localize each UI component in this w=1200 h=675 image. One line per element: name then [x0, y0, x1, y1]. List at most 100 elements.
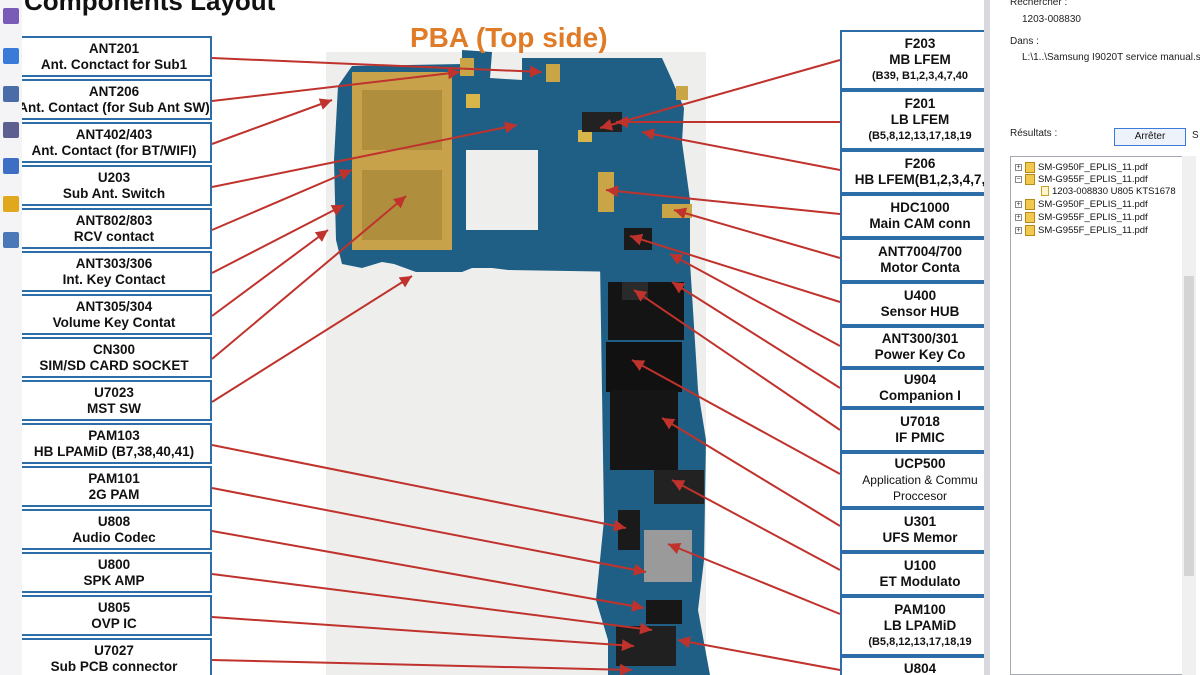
label-desc: Application & Commu — [862, 473, 978, 487]
expand-icon[interactable]: + — [1015, 200, 1022, 208]
label-extra: Proccesor — [892, 489, 948, 503]
results-scrollbar[interactable] — [1182, 156, 1196, 675]
label-cn300: CN300 SIM/SD CARD SOCKET — [22, 337, 212, 378]
label-f206: F206 HB LFEM(B1,2,3,4,7, — [840, 150, 984, 194]
label-code: ANT7004/700 — [877, 244, 963, 259]
label-code: U804 — [903, 661, 937, 675]
expand-icon[interactable]: + — [1015, 213, 1022, 221]
result-item[interactable]: + SM-G950F_EPLIS_11.pdf — [1015, 161, 1148, 173]
print-icon[interactable] — [3, 122, 19, 138]
label-desc: Companion I — [879, 388, 961, 403]
result-label: SM-G955F_EPLIS_11.pdf — [1038, 224, 1148, 236]
label-code: F206 — [904, 156, 936, 171]
search-label: Rechercher : — [1010, 0, 1068, 8]
label-u7018: U7018 IF PMIC — [840, 408, 984, 452]
label-u100: U100 ET Modulato — [840, 552, 984, 596]
label-extra: (B5,8,12,13,17,18,19 — [868, 636, 972, 648]
label-code: PAM103 — [88, 427, 140, 443]
partial-label: S — [1192, 130, 1199, 141]
result-item[interactable]: + SM-G955F_EPLIS_11.pdf — [1015, 211, 1148, 223]
label-code: UCP500 — [894, 456, 946, 471]
label-desc: 2G PAM — [88, 486, 140, 502]
scrollbar-thumb[interactable] — [1184, 276, 1194, 576]
label-code: U100 — [903, 558, 937, 573]
label-u800: U800 SPK AMP — [22, 552, 212, 593]
layers-icon[interactable] — [3, 86, 19, 102]
result-item[interactable]: + SM-G950F_EPLIS_11.pdf — [1015, 198, 1148, 210]
expand-icon[interactable]: + — [1015, 163, 1022, 171]
label-desc: Motor Conta — [880, 260, 960, 275]
label-desc: SIM/SD CARD SOCKET — [39, 357, 189, 373]
tools-icon[interactable] — [3, 232, 19, 248]
expand-icon[interactable]: + — [1015, 226, 1022, 234]
label-desc: SPK AMP — [83, 572, 145, 588]
label-desc: Int. Key Contact — [62, 271, 166, 287]
label-desc: LB LFEM — [890, 112, 950, 127]
result-label: SM-G950F_EPLIS_11.pdf — [1038, 161, 1148, 173]
panel-splitter[interactable] — [984, 0, 990, 675]
label-u808: U808 Audio Codec — [22, 509, 212, 550]
label-code: ANT303/306 — [75, 255, 153, 271]
label-desc: Sensor HUB — [880, 304, 960, 319]
label-code: U203 — [97, 169, 131, 185]
label-u400: U400 Sensor HUB — [840, 282, 984, 326]
lock-icon[interactable] — [3, 196, 19, 212]
label-code: HDC1000 — [890, 200, 950, 215]
page-title: Components Layout — [24, 0, 276, 16]
label-ant303-306: ANT303/306 Int. Key Contact — [22, 251, 212, 292]
result-child-item[interactable]: 1203-008830 U805 KTS1678 — [1041, 185, 1176, 197]
label-desc: Sub PCB connector — [50, 658, 178, 674]
label-pam101: PAM101 2G PAM — [22, 466, 212, 507]
attachment-icon[interactable] — [3, 158, 19, 174]
label-desc: ET Modulato — [879, 574, 961, 589]
label-code: U800 — [97, 556, 131, 572]
pdf-icon — [1025, 198, 1035, 210]
label-code: ANT300/301 — [881, 331, 959, 346]
label-code: U805 — [97, 599, 131, 615]
collapse-icon[interactable]: − — [1015, 175, 1022, 183]
result-label: SM-G955F_EPLIS_11.pdf — [1038, 173, 1148, 185]
label-u7023: U7023 MST SW — [22, 380, 212, 421]
in-path[interactable]: L:\1..\Samsung I9020T service manual.s — [1022, 52, 1200, 63]
label-desc: UFS Memor — [882, 530, 958, 545]
result-label: SM-G955F_EPLIS_11.pdf — [1038, 211, 1148, 223]
document-icon — [1041, 186, 1049, 196]
label-ucp500: UCP500 Application & Commu Proccesor — [840, 452, 984, 508]
label-desc: MST SW — [87, 400, 141, 416]
label-desc: Sub Ant. Switch — [62, 185, 166, 201]
stop-button[interactable]: Arrêter — [1114, 128, 1186, 146]
label-code: PAM101 — [88, 470, 140, 486]
label-code: ANT402/403 — [75, 126, 153, 142]
label-ant802-803: ANT802/803 RCV contact — [22, 208, 212, 249]
pdf-icon — [1025, 211, 1035, 223]
label-desc: OVP IC — [91, 615, 137, 631]
in-label: Dans : — [1010, 36, 1039, 47]
bookmark-icon[interactable] — [3, 8, 19, 24]
label-desc: Audio Codec — [72, 529, 156, 545]
label-code: U7027 — [94, 642, 134, 658]
result-item[interactable]: + SM-G955F_EPLIS_11.pdf — [1015, 224, 1148, 236]
label-code: PAM100 — [894, 602, 946, 617]
pdf-icon — [1025, 161, 1035, 173]
search-value[interactable]: 1203-008830 — [1022, 14, 1081, 25]
label-extra: (B5,8,12,13,17,18,19 — [868, 130, 972, 142]
label-extra: (B39, B1,2,3,4,7,40 — [871, 70, 968, 82]
label-desc: Ant. Contact (for BT/WIFI) — [31, 142, 197, 158]
label-ant7004: ANT7004/700 Motor Conta — [840, 238, 984, 282]
label-code: CN300 — [92, 341, 136, 357]
pdf-icon — [1025, 173, 1035, 185]
label-u7027: U7027 Sub PCB connector — [22, 638, 212, 675]
label-desc: Volume Key Contat — [52, 314, 176, 330]
label-u203: U203 Sub Ant. Switch — [22, 165, 212, 206]
label-code: U400 — [903, 288, 937, 303]
result-item[interactable]: − SM-G955F_EPLIS_11.pdf — [1015, 173, 1148, 185]
label-ant201: ANT201 Ant. Conctact for Sub1 — [22, 36, 212, 77]
label-desc: RCV contact — [73, 228, 155, 244]
pages-icon[interactable] — [3, 48, 19, 64]
label-desc: Ant. Conctact for Sub1 — [40, 56, 188, 72]
label-code: U7023 — [94, 384, 134, 400]
label-code: ANT201 — [88, 40, 140, 56]
pcb-board-image — [334, 50, 710, 675]
label-desc: Power Key Co — [874, 347, 966, 362]
label-code: F203 — [904, 36, 936, 51]
